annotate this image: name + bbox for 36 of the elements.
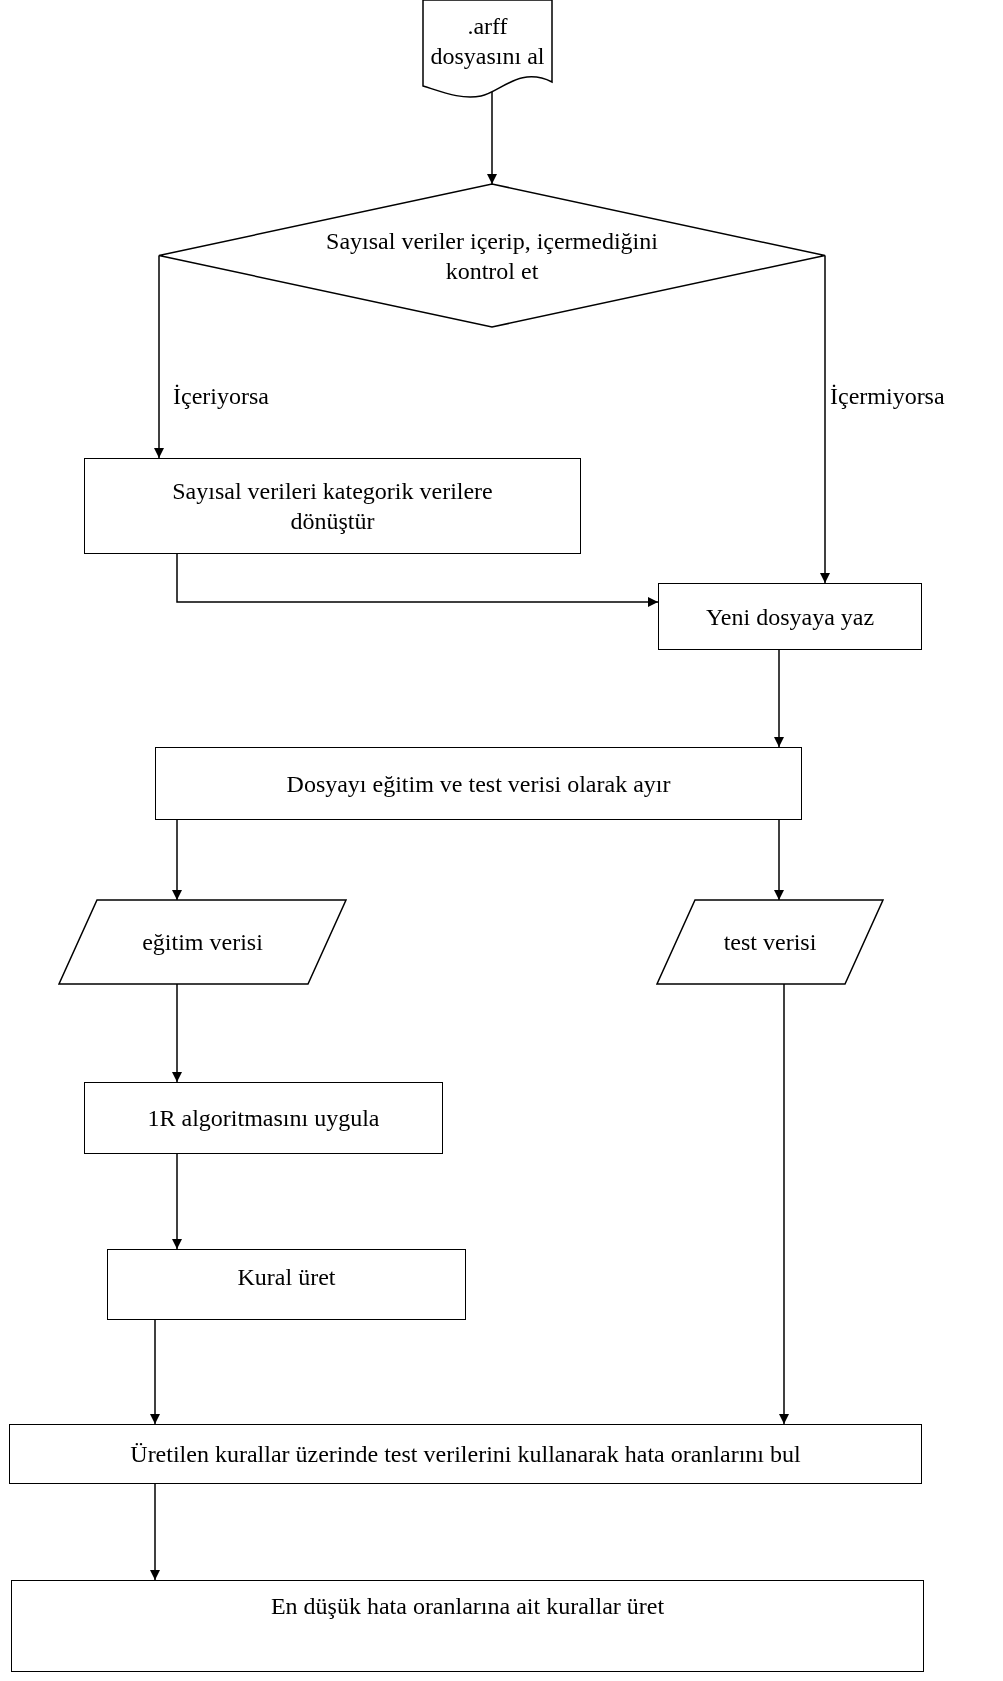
process-box: [9, 1424, 922, 1484]
arrow: [172, 819, 182, 901]
process-box: [107, 1249, 466, 1320]
decision-diamond: [159, 184, 825, 327]
node-label: Üretilen kurallar üzerinde test verilerini kullanarak hata oranlarını bul: [130, 1440, 801, 1469]
process-box: [11, 1580, 924, 1672]
process-box: [155, 747, 802, 820]
edge-label: İçermiyorsa: [830, 383, 945, 410]
document-shape: [423, 0, 552, 96]
node-label: .arff dosyasını al: [429, 12, 546, 71]
process-box: [84, 1082, 443, 1154]
arrow: [172, 983, 182, 1083]
node-label: Sayısal veriler içerip, içermediğini kontrol et: [325, 226, 659, 286]
arrow: [779, 983, 789, 1425]
arrow: [774, 649, 784, 748]
process-box: [658, 583, 922, 650]
arrow: [150, 1483, 160, 1581]
node-label: test verisi: [723, 928, 817, 957]
data-parallelogram: [657, 900, 883, 984]
arrow: [172, 1153, 182, 1250]
arrow: [150, 1319, 160, 1425]
node-label: 1R algoritmasını uygula: [147, 1104, 380, 1133]
node-label: Sayısal verileri kategorik verilere dönüştür: [171, 477, 494, 536]
arrow: [176, 553, 659, 607]
node-label: En düşük hata oranlarına ait kurallar üret: [270, 1592, 665, 1621]
node-label: Dosyayı eğitim ve test verisi olarak ayır: [286, 769, 671, 799]
arrow: [820, 254, 830, 584]
arrow: [774, 819, 784, 901]
node-label: Kural üret: [237, 1263, 336, 1292]
arrow: [154, 254, 164, 459]
node-label: Yeni dosyaya yaz: [705, 602, 875, 632]
process-box: [84, 458, 581, 554]
data-parallelogram: [59, 900, 346, 984]
edge-label: İçeriyorsa: [173, 383, 269, 410]
node-label: eğitim verisi: [142, 928, 263, 957]
arrow: [487, 91, 497, 185]
